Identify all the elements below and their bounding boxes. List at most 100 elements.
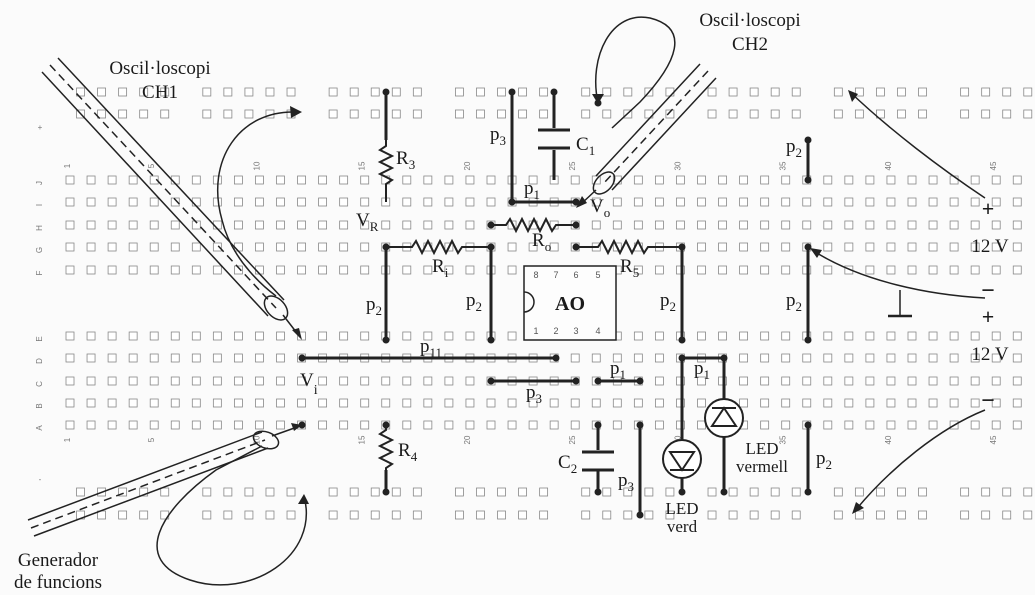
breadboard-hole	[507, 331, 517, 341]
label-p11: p11	[420, 336, 442, 360]
breadboard-hole	[612, 197, 622, 207]
breadboard-hole	[633, 265, 643, 275]
breadboard-hole	[107, 353, 117, 363]
breadboard-hole	[65, 398, 75, 408]
rail-hole	[728, 87, 738, 97]
rail-hole	[223, 109, 233, 119]
label-p2-e: p2	[786, 136, 802, 160]
pin-2: 2	[553, 326, 558, 336]
breadboard-hole	[655, 265, 664, 275]
rail-hole	[518, 87, 527, 97]
breadboard-hole	[149, 331, 159, 341]
breadboard-hole	[760, 376, 770, 386]
breadboard-hole	[297, 331, 306, 341]
led-red-line2: vermell	[736, 457, 788, 476]
rail-hole	[455, 487, 464, 497]
rail-hole	[897, 109, 906, 119]
breadboard-hole	[339, 420, 349, 430]
breadboard-hole	[297, 242, 306, 252]
rail-hole	[1023, 87, 1033, 97]
breadboard-hole	[823, 376, 833, 386]
rail-hole	[770, 87, 780, 97]
rail-hole	[497, 109, 506, 119]
breadboard-hole	[107, 220, 117, 230]
rail-hole	[728, 510, 738, 520]
rail-hole	[118, 109, 128, 119]
breadboard-hole	[760, 331, 770, 341]
row-letter: I	[35, 204, 44, 206]
breadboard-hole	[212, 353, 222, 363]
breadboard-hole	[423, 220, 433, 230]
label-r4: R4	[398, 440, 418, 464]
breadboard-hole	[402, 197, 412, 207]
rail-hole	[833, 510, 843, 520]
breadboard-hole	[465, 420, 475, 430]
breadboard-hole	[191, 376, 201, 386]
rail-hole	[665, 87, 675, 97]
resistor-ri	[386, 238, 491, 256]
breadboard-hole	[255, 220, 264, 230]
rail-hole	[749, 487, 759, 497]
led-green-line2: verd	[667, 517, 698, 536]
breadboard-hole	[697, 331, 706, 341]
breadboard-hole	[212, 265, 222, 275]
breadboard-hole	[423, 175, 433, 185]
breadboard-hole	[65, 175, 75, 185]
breadboard-hole	[970, 265, 980, 275]
breadboard-hole	[949, 398, 959, 408]
breadboard-hole	[823, 398, 833, 408]
breadboard-hole	[86, 265, 96, 275]
probe-generator	[27, 425, 307, 586]
column-number: 1	[63, 163, 72, 168]
rail-hole	[918, 510, 927, 520]
breadboard-hole	[781, 398, 791, 408]
breadboard-hole	[276, 353, 285, 363]
breadboard-hole	[360, 220, 370, 230]
breadboard-hole	[486, 175, 496, 185]
breadboard-hole	[655, 220, 664, 230]
breadboard-hole	[865, 175, 875, 185]
breadboard-hole	[149, 220, 159, 230]
breadboard-hole	[128, 197, 138, 207]
row-letter: B	[35, 403, 44, 408]
rail-hole	[602, 109, 612, 119]
rail-hole	[707, 87, 717, 97]
breadboard-hole	[907, 220, 917, 230]
breadboard-hole	[444, 175, 454, 185]
rail-hole	[286, 87, 296, 97]
breadboard-hole	[802, 376, 812, 386]
rail-hole	[497, 487, 506, 497]
breadboard-hole	[191, 398, 201, 408]
rail-hole	[97, 109, 106, 119]
label-p2-f: p2	[816, 448, 832, 472]
breadboard-hole	[297, 398, 306, 408]
breadboard-hole	[928, 265, 938, 275]
breadboard-hole	[781, 376, 791, 386]
breadboard-hole	[823, 353, 833, 363]
breadboard-hole	[86, 220, 96, 230]
breadboard-hole	[212, 376, 222, 386]
breadboard-hole	[781, 265, 791, 275]
resistors	[377, 140, 682, 470]
breadboard-hole	[191, 353, 201, 363]
rail-hole	[981, 510, 991, 520]
breadboard-hole	[633, 220, 643, 230]
led-green-line1: LED	[665, 499, 698, 518]
breadboard-hole	[676, 398, 685, 408]
column-number: 10	[252, 435, 261, 444]
rail-hole	[770, 487, 780, 497]
label-r3: R3	[396, 148, 415, 172]
pin-4: 4	[595, 326, 600, 336]
breadboard-hole	[86, 197, 96, 207]
rail-hole	[854, 87, 864, 97]
breadboard-hole	[591, 197, 601, 207]
breadboard-hole	[255, 398, 264, 408]
instrument-labels: Oscil·loscopi CH1 Oscil·loscopi CH2 Gene…	[14, 10, 801, 593]
upper-minus-lead	[811, 249, 986, 299]
breadboard-hole	[570, 420, 580, 430]
rail-hole	[876, 510, 885, 520]
breadboard-hole	[233, 197, 243, 207]
breadboard-hole	[233, 353, 243, 363]
row-letter: J	[35, 181, 44, 185]
breadboard-hole	[844, 175, 854, 185]
